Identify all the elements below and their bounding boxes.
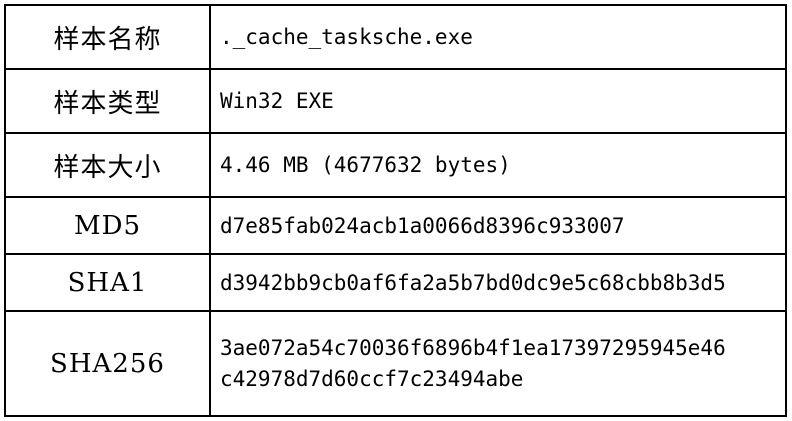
sample-size-value: 4.46 MB (4677632 bytes) xyxy=(209,132,787,199)
table-row-md5: MD5 d7e85fab024acb1a0066d8396c933007 xyxy=(4,196,787,256)
md5-label: MD5 xyxy=(4,196,211,256)
table-row-sample-name: 样本名称 ._cache_tasksche.exe xyxy=(4,3,787,71)
table-row-sha1: SHA1 d3942bb9cb0af6fa2a5b7bd0dc9e5c68cbb… xyxy=(4,253,787,313)
sha1-value: d3942bb9cb0af6fa2a5b7bd0dc9e5c68cbb8b3d5 xyxy=(209,253,787,313)
sample-info-table: 样本名称 ._cache_tasksche.exe 样本类型 Win32 EXE… xyxy=(4,3,787,417)
sha1-label: SHA1 xyxy=(4,253,211,313)
sha256-value: 3ae072a54c70036f6896b4f1ea17397295945e46… xyxy=(209,310,787,417)
sample-name-value: ._cache_tasksche.exe xyxy=(209,3,787,71)
sample-type-value: Win32 EXE xyxy=(209,68,787,135)
md5-value: d7e85fab024acb1a0066d8396c933007 xyxy=(209,196,787,256)
table-row-sample-size: 样本大小 4.46 MB (4677632 bytes) xyxy=(4,132,787,199)
sample-type-label: 样本类型 xyxy=(4,68,211,135)
sample-name-label: 样本名称 xyxy=(4,3,211,71)
sha256-label: SHA256 xyxy=(4,310,211,417)
table-row-sha256: SHA256 3ae072a54c70036f6896b4f1ea1739729… xyxy=(4,310,787,417)
table-row-sample-type: 样本类型 Win32 EXE xyxy=(4,68,787,135)
sample-size-label: 样本大小 xyxy=(4,132,211,199)
